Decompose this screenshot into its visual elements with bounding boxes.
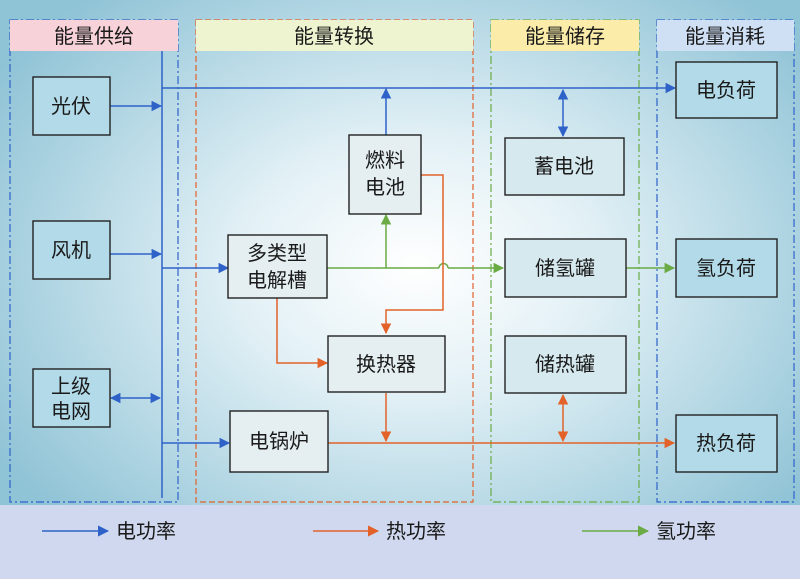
battery-label: 蓄电池: [534, 154, 594, 178]
wind-label: 风机: [51, 238, 91, 262]
conversion-header: [196, 20, 473, 51]
node-heat-load[interactable]: 热负荷: [675, 414, 778, 473]
fuel-cell-label-line1: 燃料: [365, 148, 405, 172]
supply-header-label: 能量供给: [54, 24, 134, 48]
battery-box: [504, 137, 625, 196]
consumption-header: [657, 20, 794, 51]
electric-load-box: [675, 61, 778, 119]
supply-header: [10, 20, 178, 51]
fuel-cell-heat-line: [380, 174, 444, 335]
node-grid[interactable]: 上级 电网: [32, 368, 111, 428]
node-battery[interactable]: 蓄电池: [504, 137, 625, 196]
conversion-header-label: 能量转换: [294, 24, 374, 48]
legend-panel: [0, 505, 800, 579]
node-fuel-cell[interactable]: 燃料 电池: [348, 134, 422, 215]
node-h2-load[interactable]: 氢负荷: [675, 238, 778, 298]
electrolyzer-box: [227, 234, 328, 299]
legend: 电功率 热功率 氢功率: [42, 519, 716, 543]
heat-exchanger-label: 换热器: [356, 352, 416, 376]
grid-label-line1: 上级: [51, 374, 91, 398]
wind-box: [32, 220, 111, 280]
node-h2-tank[interactable]: 储氢罐: [504, 238, 627, 298]
fuel-cell-label-line2: 电池: [365, 175, 405, 199]
electrolyzer-label-line1: 多类型: [247, 241, 307, 265]
h2-load-box: [675, 238, 778, 298]
node-electric-boiler[interactable]: 电锅炉: [229, 410, 329, 473]
pv-box: [32, 76, 111, 136]
node-wind[interactable]: 风机: [32, 220, 111, 280]
legend-electric-label: 电功率: [116, 519, 176, 543]
h2-tank-label: 储氢罐: [535, 256, 595, 280]
node-electrolyzer[interactable]: 多类型 电解槽: [227, 234, 328, 299]
electric-boiler-box: [229, 410, 329, 473]
legend-heat-label: 热功率: [386, 519, 446, 543]
heat-tank-box: [504, 335, 627, 394]
h2-load-label: 氢负荷: [696, 256, 756, 280]
heat-load-label: 热负荷: [696, 431, 756, 455]
storage-header-label: 能量储存: [525, 24, 605, 48]
heat-load-box: [675, 414, 778, 473]
storage-header: [491, 20, 639, 51]
legend-hydrogen-label: 氢功率: [656, 519, 716, 543]
electrolyzer-heat-line: [276, 298, 329, 369]
fuel-cell-box: [348, 134, 422, 215]
node-electric-load[interactable]: 电负荷: [675, 61, 778, 119]
node-pv[interactable]: 光伏: [32, 76, 111, 136]
heat-tank-label: 储热罐: [535, 352, 595, 376]
electric-load-label: 电负荷: [696, 78, 756, 102]
electrolyzer-label-line2: 电解槽: [247, 268, 307, 292]
pv-label: 光伏: [51, 94, 91, 118]
h2-tank-box: [504, 238, 627, 298]
grid-box: [32, 368, 111, 428]
node-heat-exchanger[interactable]: 换热器: [327, 335, 446, 393]
grid-label-line2: 电网: [51, 399, 91, 423]
node-heat-tank[interactable]: 储热罐: [504, 335, 627, 394]
storage-section-frame: [490, 19, 640, 503]
heat-exchanger-box: [327, 335, 446, 393]
consumption-header-label: 能量消耗: [685, 24, 765, 48]
electric-boiler-label: 电锅炉: [249, 429, 309, 453]
